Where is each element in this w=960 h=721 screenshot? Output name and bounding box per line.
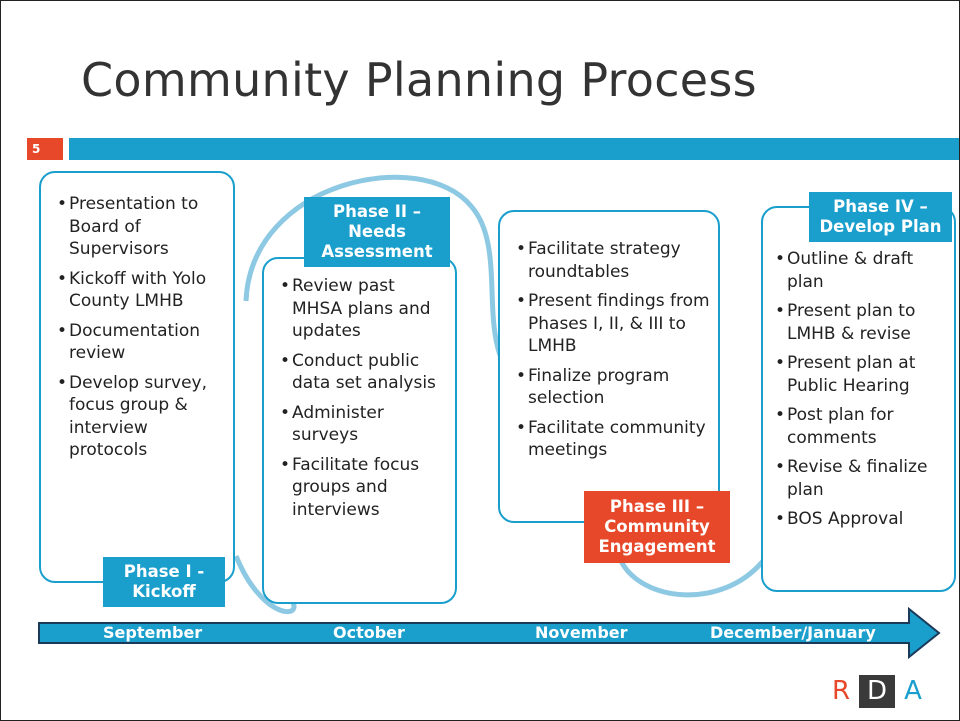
phase-3-item: Finalize program selection (516, 365, 712, 410)
phase-4-box: Outline & draft plan Present plan to LMH… (761, 206, 956, 592)
logo-letter-d: D (859, 675, 895, 708)
phase-4-item: Revise & finalize plan (775, 456, 948, 501)
phase-1-item: Kickoff with Yolo County LMHB (57, 268, 227, 313)
phase-4-item: Present plan at Public Hearing (775, 352, 948, 397)
month-label-december-january: December/January (710, 623, 876, 642)
logo-letter-a: A (904, 676, 922, 706)
phase-2-item: Facilitate focus groups and interviews (280, 454, 449, 522)
phase-4-item: Post plan for comments (775, 404, 948, 449)
phase-1-label: Phase I - Kickoff (103, 557, 225, 607)
timeline-arrow (38, 606, 941, 660)
month-label-september: September (103, 623, 203, 642)
phase-2-box: Review past MHSA plans and updates Condu… (262, 257, 457, 604)
phase-3-item: Facilitate community meetings (516, 417, 712, 462)
rda-logo: R D A (823, 675, 931, 708)
phase-1-item: Presentation to Board of Supervisors (57, 193, 227, 261)
phase-2-label: Phase II – Needs Assessment (304, 197, 450, 267)
phase-2-item: Conduct public data set analysis (280, 350, 449, 395)
phase-4-item: Present plan to LMHB & revise (775, 300, 948, 345)
phase-1-item: Documentation review (57, 320, 227, 365)
phase-3-label: Phase III – Community Engagement (584, 491, 730, 563)
phase-3-box: Facilitate strategy roundtables Present … (498, 210, 720, 523)
slide-title: Community Planning Process (81, 53, 757, 107)
phase-3-item: Facilitate strategy roundtables (516, 238, 712, 283)
phase-2-item: Administer surveys (280, 402, 449, 447)
month-label-november: November (535, 623, 628, 642)
phase-1-item: Develop survey, focus group & interview … (57, 372, 227, 462)
phase-4-item: Outline & draft plan (775, 248, 948, 293)
phase-4-item: BOS Approval (775, 508, 948, 531)
title-bar (69, 138, 959, 160)
month-label-october: October (333, 623, 405, 642)
phase-4-label: Phase IV – Develop Plan (809, 192, 952, 242)
logo-letter-r: R (831, 676, 851, 706)
slide-number: 5 (27, 138, 63, 160)
phase-1-box: Presentation to Board of Supervisors Kic… (39, 171, 235, 583)
phase-3-item: Present findings from Phases I, II, & II… (516, 290, 712, 358)
phase-2-item: Review past MHSA plans and updates (280, 275, 449, 343)
